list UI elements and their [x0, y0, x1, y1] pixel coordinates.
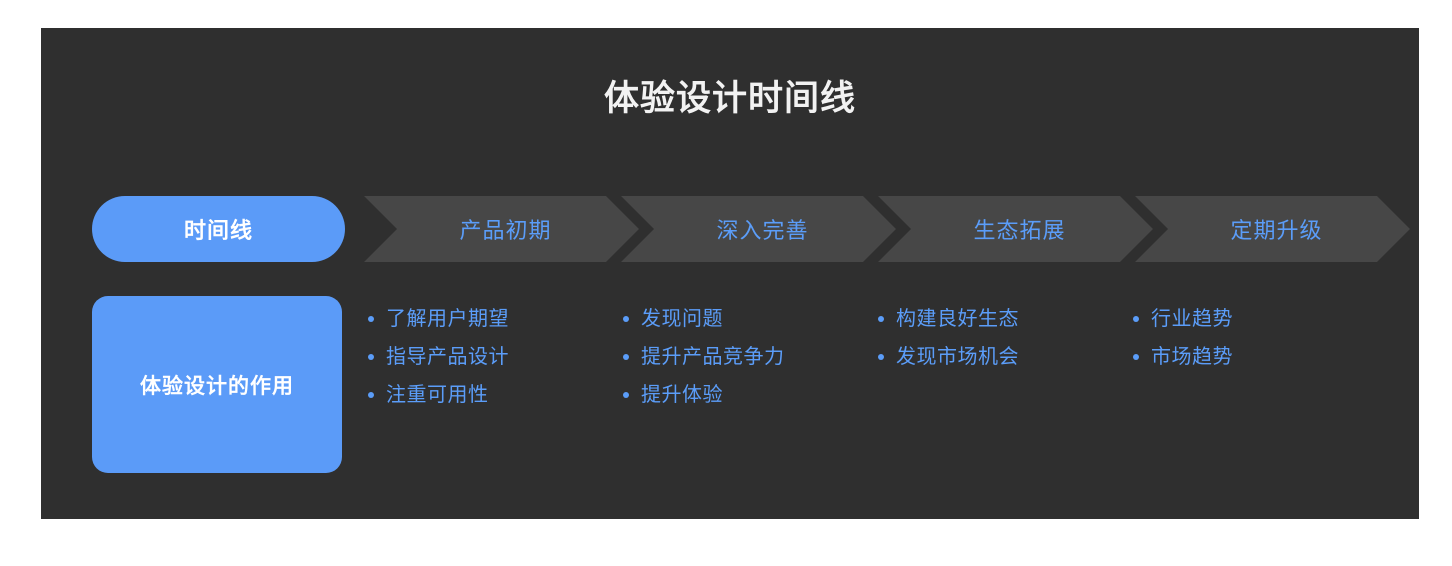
list-item: 了解用户期望 [366, 306, 621, 332]
timeline-stage-3[interactable]: 生态拓展 [878, 196, 1153, 262]
list-item: 指导产品设计 [366, 344, 621, 370]
timeline-stage-1[interactable]: 产品初期 [364, 196, 639, 262]
timeline-stage-3-label: 生态拓展 [973, 218, 1066, 243]
timeline-stage-1-label: 产品初期 [459, 218, 552, 243]
timeline-stage-row: 时间线 产品初期 深入完善 生态拓展 定期升级 [92, 196, 1412, 262]
roles-list-3: 构建良好生态 发现市场机会 [876, 306, 1131, 370]
roles-list-1: 了解用户期望 指导产品设计 注重可用性 [366, 306, 621, 408]
timeline-card: 体验设计时间线 时间线 产品初期 深入完善 生态拓展 定期升级 体验设计的作用 [41, 28, 1419, 519]
list-item: 行业趋势 [1131, 306, 1386, 332]
roles-list-4: 行业趋势 市场趋势 [1131, 306, 1386, 370]
timeline-stage-2-label: 深入完善 [716, 218, 809, 243]
list-item: 提升产品竞争力 [621, 344, 876, 370]
roles-list-2: 发现问题 提升产品竞争力 提升体验 [621, 306, 876, 408]
list-item: 提升体验 [621, 382, 876, 408]
roles-column-3: 构建良好生态 发现市场机会 [876, 306, 1131, 420]
roles-column-2: 发现问题 提升产品竞争力 提升体验 [621, 306, 876, 420]
timeline-stage-2[interactable]: 深入完善 [621, 196, 896, 262]
list-item: 市场趋势 [1131, 344, 1386, 370]
roles-row-label-text: 体验设计的作用 [140, 374, 294, 398]
roles-column-4: 行业趋势 市场趋势 [1131, 306, 1386, 420]
list-item: 发现问题 [621, 306, 876, 332]
roles-column-1: 了解用户期望 指导产品设计 注重可用性 [366, 306, 621, 420]
roles-columns: 了解用户期望 指导产品设计 注重可用性 发现问题 提升产品竞争力 提升体验 构建… [366, 306, 1406, 420]
timeline-row-label[interactable]: 时间线 [92, 196, 345, 262]
list-item: 构建良好生态 [876, 306, 1131, 332]
page-title: 体验设计时间线 [603, 79, 856, 118]
timeline-row-label-text: 时间线 [183, 218, 253, 243]
list-item: 发现市场机会 [876, 344, 1131, 370]
list-item: 注重可用性 [366, 382, 621, 408]
timeline-stage-4-label: 定期升级 [1230, 218, 1323, 243]
timeline-stage-4[interactable]: 定期升级 [1135, 196, 1410, 262]
roles-row-label[interactable]: 体验设计的作用 [92, 296, 342, 473]
